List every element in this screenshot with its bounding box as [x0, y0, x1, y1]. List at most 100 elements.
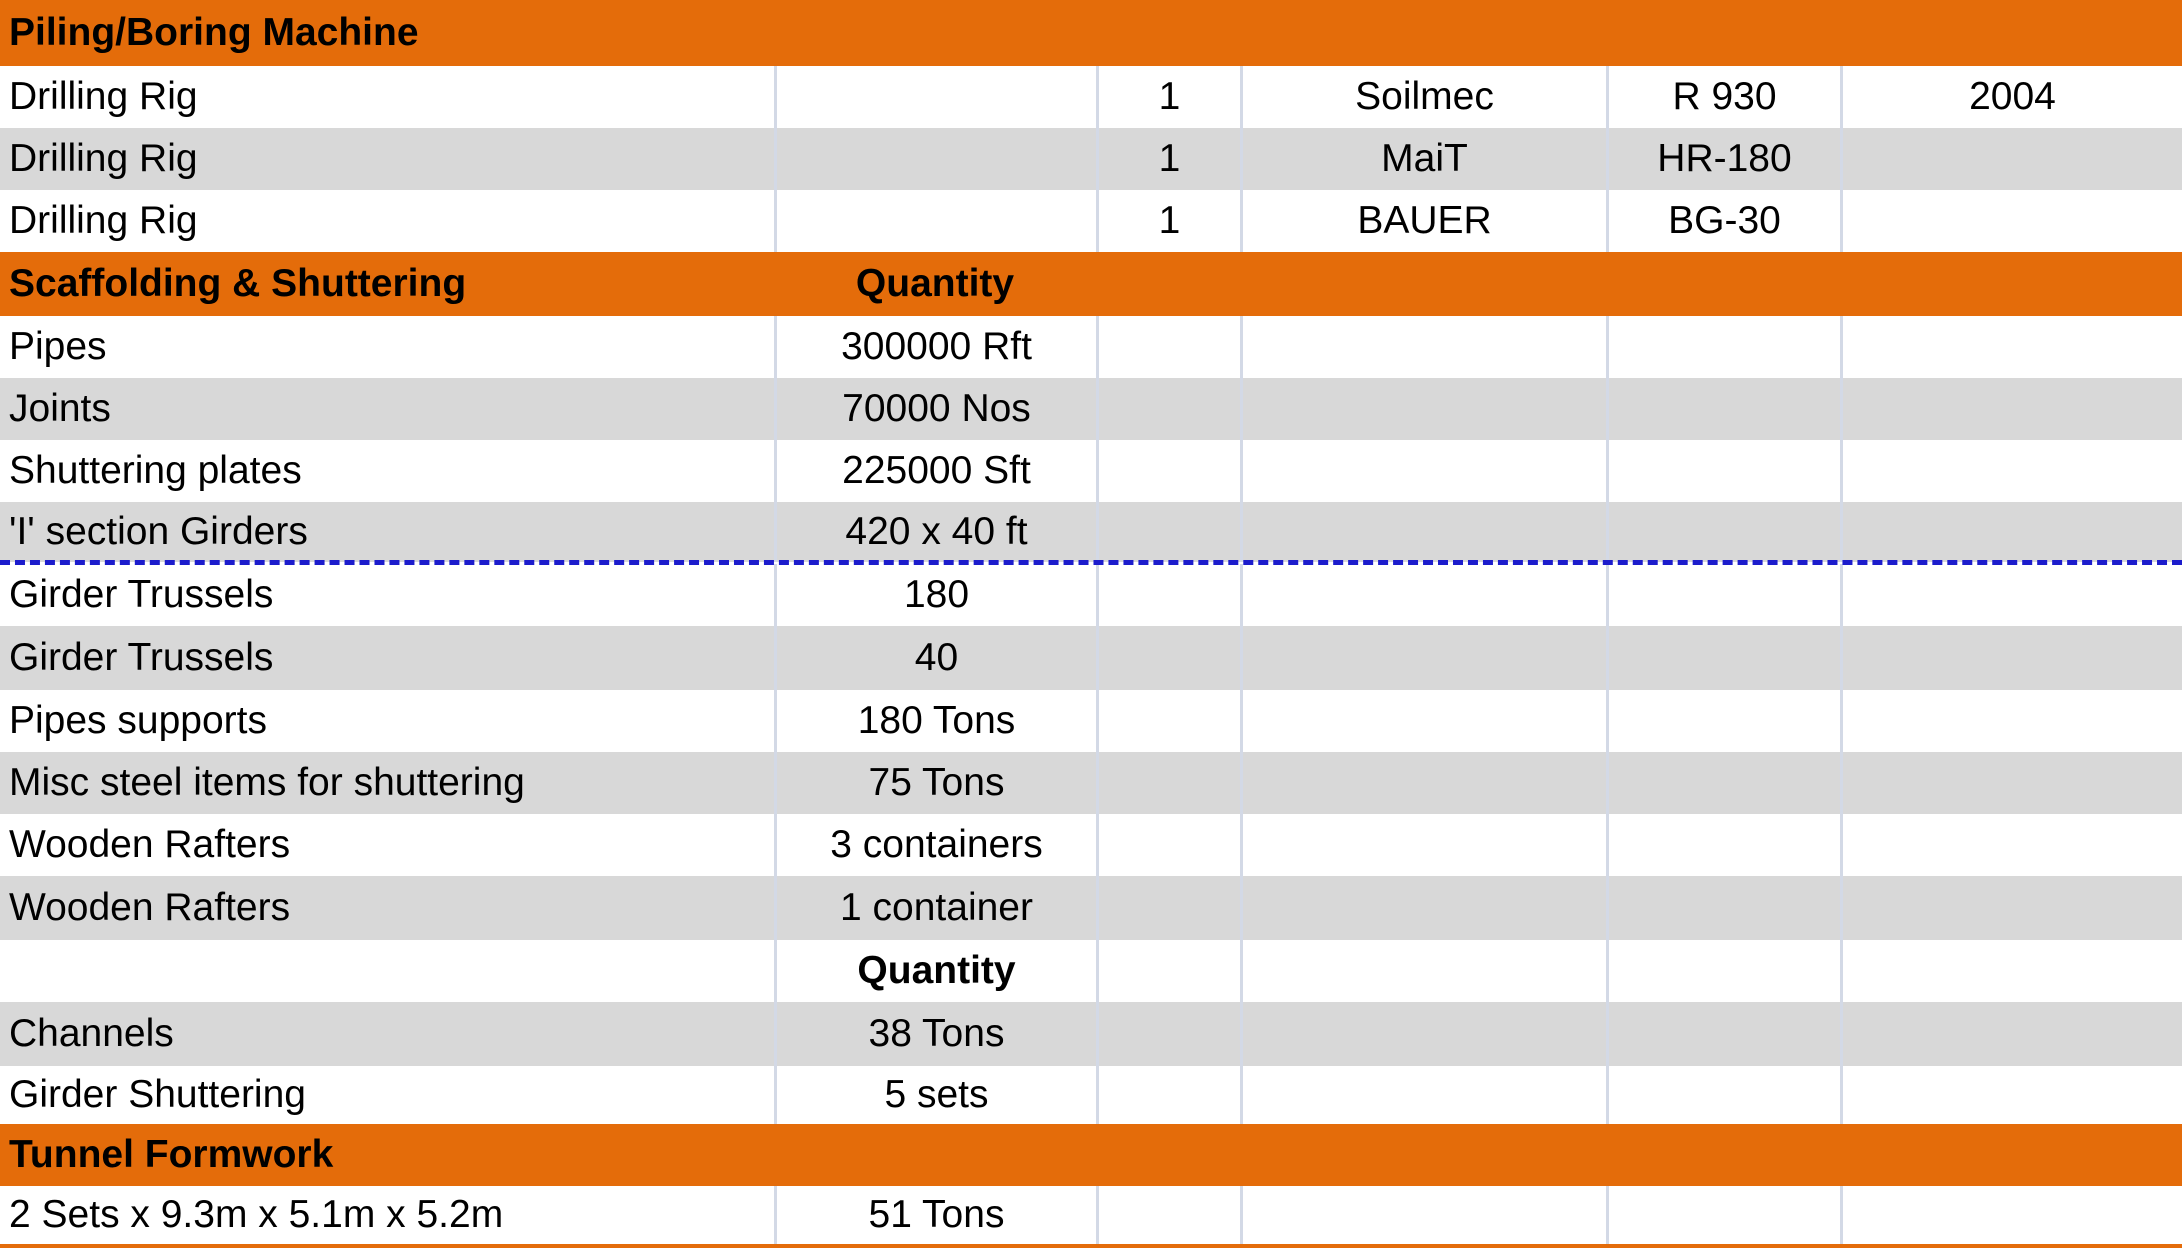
table-row[interactable]: Shuttering plates 225000 Sft: [0, 440, 2182, 502]
empty-cell[interactable]: [1096, 690, 1240, 752]
empty-cell[interactable]: [1096, 378, 1240, 440]
empty-cell[interactable]: [1240, 626, 1606, 690]
quantity-cell[interactable]: [774, 190, 1096, 252]
item-cell[interactable]: 2 Sets x 9.3m x 5.1m x 5.2m: [9, 1193, 504, 1236]
table-row[interactable]: Misc steel items for shuttering 75 Tons: [0, 752, 2182, 814]
empty-cell[interactable]: [1840, 1066, 2182, 1124]
quantity-cell[interactable]: 420 x 40 ft: [774, 502, 1096, 562]
empty-cell[interactable]: [1606, 564, 1840, 626]
empty-cell[interactable]: [1840, 378, 2182, 440]
quantity-cell[interactable]: 180: [774, 564, 1096, 626]
section-header-piling[interactable]: Piling/Boring Machine: [0, 0, 2182, 66]
section-header-tunnel[interactable]: Tunnel Formwork: [0, 1124, 2182, 1186]
quantity-cell[interactable]: 225000 Sft: [774, 440, 1096, 502]
empty-cell[interactable]: [1606, 378, 1840, 440]
year-cell[interactable]: 2004: [1840, 66, 2182, 128]
empty-cell[interactable]: [1606, 502, 1840, 562]
empty-cell[interactable]: [1840, 940, 2182, 1002]
item-cell[interactable]: Wooden Rafters: [9, 886, 291, 929]
model-cell[interactable]: BG-30: [1606, 190, 1840, 252]
empty-cell[interactable]: [1840, 502, 2182, 562]
model-cell[interactable]: HR-180: [1606, 128, 1840, 190]
item-cell[interactable]: Pipes: [9, 325, 107, 368]
empty-cell[interactable]: [1840, 440, 2182, 502]
empty-cell[interactable]: [1606, 690, 1840, 752]
empty-cell[interactable]: [1840, 690, 2182, 752]
item-cell[interactable]: Drilling Rig: [9, 199, 198, 242]
empty-cell[interactable]: [1840, 564, 2182, 626]
empty-cell[interactable]: [1240, 440, 1606, 502]
make-cell[interactable]: MaiT: [1240, 128, 1606, 190]
empty-cell[interactable]: [1606, 316, 1840, 378]
empty-cell[interactable]: [1240, 316, 1606, 378]
item-cell[interactable]: Drilling Rig: [9, 75, 198, 118]
empty-cell[interactable]: [1840, 626, 2182, 690]
item-cell[interactable]: Misc steel items for shuttering: [9, 761, 525, 804]
empty-cell[interactable]: [1840, 1186, 2182, 1244]
empty-cell[interactable]: [1240, 814, 1606, 876]
empty-cell[interactable]: [1096, 502, 1240, 562]
empty-cell[interactable]: [1240, 1186, 1606, 1244]
empty-cell[interactable]: [1606, 626, 1840, 690]
make-cell[interactable]: Soilmec: [1240, 66, 1606, 128]
empty-cell[interactable]: [1240, 690, 1606, 752]
empty-cell[interactable]: [1606, 814, 1840, 876]
count-cell[interactable]: 1: [1096, 128, 1240, 190]
table-row[interactable]: 'I' section Girders 420 x 40 ft: [0, 502, 2182, 562]
year-cell[interactable]: [1840, 190, 2182, 252]
table-row[interactable]: Drilling Rig 1 BAUER BG-30: [0, 190, 2182, 252]
table-row[interactable]: Wooden Rafters 3 containers: [0, 814, 2182, 876]
quantity-cell[interactable]: 38 Tons: [774, 1002, 1096, 1066]
table-row[interactable]: Drilling Rig 1 MaiT HR-180: [0, 128, 2182, 190]
item-cell[interactable]: Pipes supports: [9, 699, 267, 742]
item-cell[interactable]: Shuttering plates: [9, 449, 302, 492]
table-row[interactable]: Girder Trussels 180: [0, 564, 2182, 626]
empty-cell[interactable]: [1096, 1002, 1240, 1066]
model-cell[interactable]: R 930: [1606, 66, 1840, 128]
item-cell[interactable]: Girder Trussels: [9, 636, 274, 679]
empty-cell[interactable]: [1096, 814, 1240, 876]
table-row[interactable]: Girder Shuttering 5 sets: [0, 1066, 2182, 1124]
empty-cell[interactable]: [1606, 1186, 1840, 1244]
table-row[interactable]: Pipes supports 180 Tons: [0, 690, 2182, 752]
empty-cell[interactable]: [1240, 1066, 1606, 1124]
table-row[interactable]: Joints 70000 Nos: [0, 378, 2182, 440]
count-cell[interactable]: 1: [1096, 190, 1240, 252]
count-cell[interactable]: 1: [1096, 66, 1240, 128]
empty-cell[interactable]: [1240, 378, 1606, 440]
page-break-line[interactable]: [0, 560, 2182, 565]
empty-cell[interactable]: [1606, 940, 1840, 1002]
empty-cell[interactable]: [1240, 502, 1606, 562]
empty-cell[interactable]: [1096, 440, 1240, 502]
make-cell[interactable]: BAUER: [1240, 190, 1606, 252]
empty-cell[interactable]: [1840, 1002, 2182, 1066]
quantity-cell[interactable]: 51 Tons: [774, 1186, 1096, 1244]
item-cell[interactable]: 'I' section Girders: [9, 510, 308, 553]
empty-cell[interactable]: [1096, 940, 1240, 1002]
empty-cell[interactable]: [1840, 752, 2182, 814]
quantity-cell[interactable]: 75 Tons: [774, 752, 1096, 814]
empty-cell[interactable]: [1840, 876, 2182, 940]
quantity-cell[interactable]: 3 containers: [774, 814, 1096, 876]
quantity-cell[interactable]: [774, 128, 1096, 190]
empty-cell[interactable]: [1606, 1066, 1840, 1124]
empty-cell[interactable]: [1606, 876, 1840, 940]
empty-cell[interactable]: [1096, 876, 1240, 940]
table-row[interactable]: Wooden Rafters 1 container: [0, 876, 2182, 940]
table-row[interactable]: Girder Trussels 40: [0, 626, 2182, 690]
item-cell[interactable]: Channels: [9, 1012, 174, 1055]
table-row[interactable]: Quantity: [0, 940, 2182, 1002]
empty-cell[interactable]: [1840, 814, 2182, 876]
item-cell[interactable]: Girder Trussels: [9, 573, 274, 616]
quantity-cell[interactable]: 5 sets: [774, 1066, 1096, 1124]
quantity-cell[interactable]: [774, 66, 1096, 128]
item-cell[interactable]: Wooden Rafters: [9, 823, 291, 866]
empty-cell[interactable]: [1096, 316, 1240, 378]
quantity-cell[interactable]: 1 container: [774, 876, 1096, 940]
empty-cell[interactable]: [0, 940, 774, 1002]
quantity-cell[interactable]: 180 Tons: [774, 690, 1096, 752]
empty-cell[interactable]: [1240, 1002, 1606, 1066]
empty-cell[interactable]: [1096, 626, 1240, 690]
table-row[interactable]: Drilling Rig 1 Soilmec R 930 2004: [0, 66, 2182, 128]
empty-cell[interactable]: [1096, 1066, 1240, 1124]
